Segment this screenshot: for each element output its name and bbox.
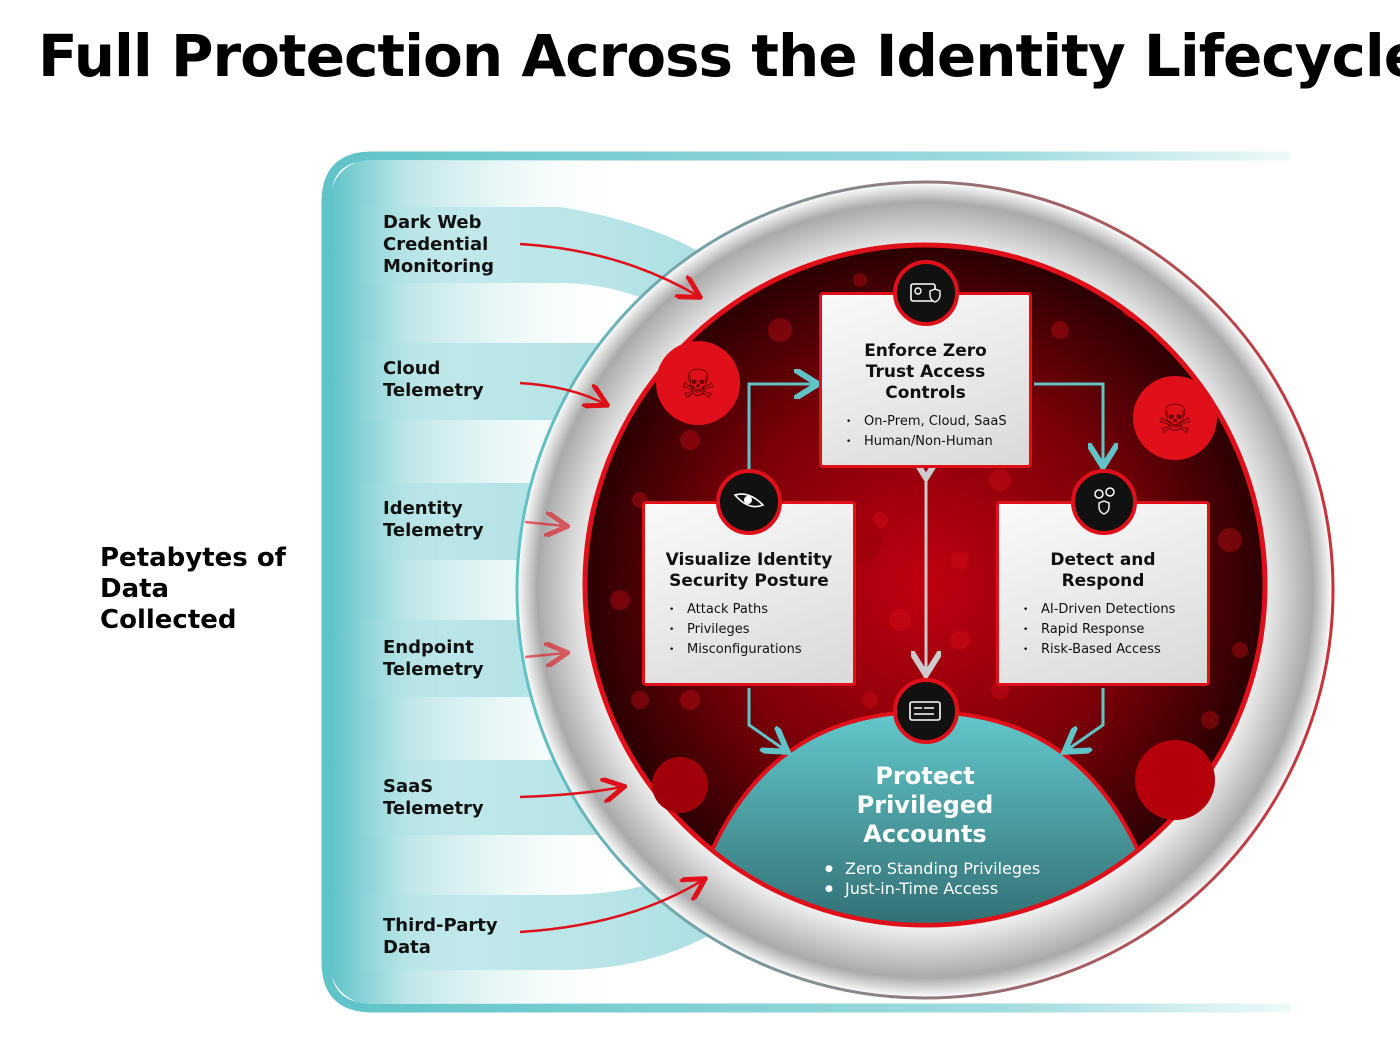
- petabytes-label: Petabytes of Data Collected: [100, 543, 286, 635]
- threat-actor-icons: ☠ ☠: [652, 341, 1217, 820]
- source-arrows: [519, 242, 703, 934]
- page-title: Full Protection Across the Identity Life…: [38, 22, 1400, 90]
- bullet: Just-in-Time Access: [825, 879, 1120, 899]
- bullet: AI-Driven Detections: [1023, 600, 1207, 620]
- source-label: Third-Party Data: [383, 915, 498, 958]
- source-label: SaaS Telemetry: [383, 776, 484, 819]
- bullet: Privileges: [669, 620, 853, 640]
- bullet: Risk-Based Access: [1023, 640, 1207, 660]
- bullet: Zero Standing Privileges: [825, 859, 1120, 879]
- bullet: Rapid Response: [1023, 620, 1207, 640]
- source-label: Identity Telemetry: [383, 498, 484, 541]
- flow-connectors: [747, 384, 1103, 750]
- box-title: Detect and Respond: [1050, 550, 1156, 591]
- source-label: Dark Web Credential Monitoring: [383, 212, 494, 277]
- bullet: Misconfigurations: [669, 640, 853, 660]
- detect-respond-box: Detect and Respond AI-Driven DetectionsR…: [996, 501, 1210, 686]
- svg-text:☠: ☠: [1157, 397, 1193, 443]
- box-title: Enforce Zero Trust Access Controls: [864, 341, 987, 403]
- protect-title: Protect Privileged Accounts: [856, 762, 994, 848]
- bullet: Human/Non-Human: [846, 432, 1029, 452]
- protect-accounts-section: Protect Privileged Accounts Zero Standin…: [730, 762, 1120, 899]
- bullet: On-Prem, Cloud, SaaS: [846, 412, 1029, 432]
- visualize-posture-box: Visualize Identity Security Posture Atta…: [642, 501, 856, 686]
- source-label: Cloud Telemetry: [383, 358, 484, 401]
- bokeh-dots: [610, 273, 1248, 729]
- svg-text:☠: ☠: [680, 362, 716, 408]
- box-title: Visualize Identity Security Posture: [665, 550, 833, 591]
- bullet: Attack Paths: [669, 600, 853, 620]
- source-label: Endpoint Telemetry: [383, 637, 484, 680]
- teal-frame: [321, 151, 1290, 1013]
- zero-trust-box: Enforce Zero Trust Access Controls On-Pr…: [819, 292, 1032, 468]
